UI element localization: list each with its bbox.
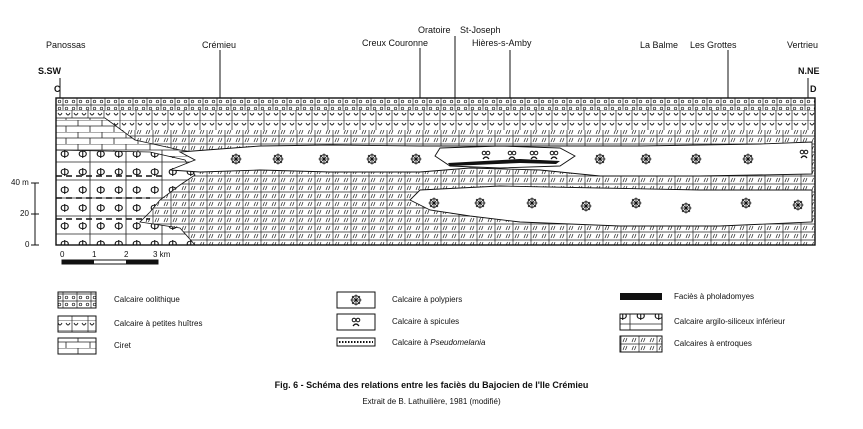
legend-pseudomelania: Calcaire à Pseudomelania (392, 338, 485, 348)
location-ticks (59, 36, 809, 98)
orientation-right-letter: D (810, 84, 817, 94)
hscale-label-0: 0 (60, 250, 65, 259)
legend-ciret: Ciret (114, 341, 131, 350)
locality-les-grottes: Les Grottes (690, 40, 737, 50)
vscale-label-20: 20 (20, 209, 29, 218)
vertical-scale-bar (31, 182, 39, 246)
locality-vertrieu: Vertrieu (787, 40, 819, 50)
vscale-label-0: 0 (25, 240, 30, 249)
legend-pholadomyes: Faciès à pholadomyes (674, 292, 755, 301)
locality-panossas: Panossas (46, 40, 86, 50)
orientation-right-direction: N.NE (798, 66, 820, 76)
horizontal-scale-bar (61, 259, 159, 265)
legend-entroques: Calcaires à entroques (674, 339, 752, 348)
legend-pseudomelania-prefix: Calcaire à (392, 338, 431, 347)
polypier-lens-lower (409, 185, 813, 227)
pholadomyes-bar (448, 159, 560, 166)
legend-swatches (57, 291, 663, 355)
legend-pseudomelania-genus: Pseudomelania (430, 338, 486, 347)
locality-st-joseph: St-Joseph (460, 25, 501, 35)
figure-subtitle: Extrait de B. Lathuilière, 1981 (modifié… (362, 397, 501, 406)
locality-oratoire: Oratoire (418, 25, 451, 35)
legend-huitres: Calcaire à petites huîtres (114, 319, 203, 328)
hscale-label-2: 2 (124, 250, 129, 259)
dashed-marker-lines (56, 175, 165, 220)
locality-la-balme: La Balme (640, 40, 679, 50)
legend-oolithique: Calcaire oolithique (114, 295, 180, 304)
section-frame (55, 97, 816, 246)
oolite-band (56, 98, 815, 110)
hscale-label-3km: 3 km (153, 250, 171, 259)
orientation-left-direction: S.SW (38, 66, 62, 76)
vscale-label-40: 40 m (11, 178, 29, 187)
legend-argilo: Calcaire argilo-siliceux inférieur (674, 317, 786, 326)
legend-polypiers: Calcaire à polypiers (392, 295, 463, 304)
orientation-left-letter: C (54, 84, 61, 94)
oyster-band (56, 110, 815, 130)
hscale-label-1: 1 (92, 250, 97, 259)
locality-cremieu: Crémieu (202, 40, 237, 50)
legend-spicules: Calcaire à spicules (392, 317, 460, 326)
locality-hieres: Hières-s-Amby (472, 38, 532, 48)
figure-title: Fig. 6 - Schéma des relations entre les … (274, 380, 589, 390)
locality-creux-couronne: Creux Couronne (362, 38, 429, 48)
